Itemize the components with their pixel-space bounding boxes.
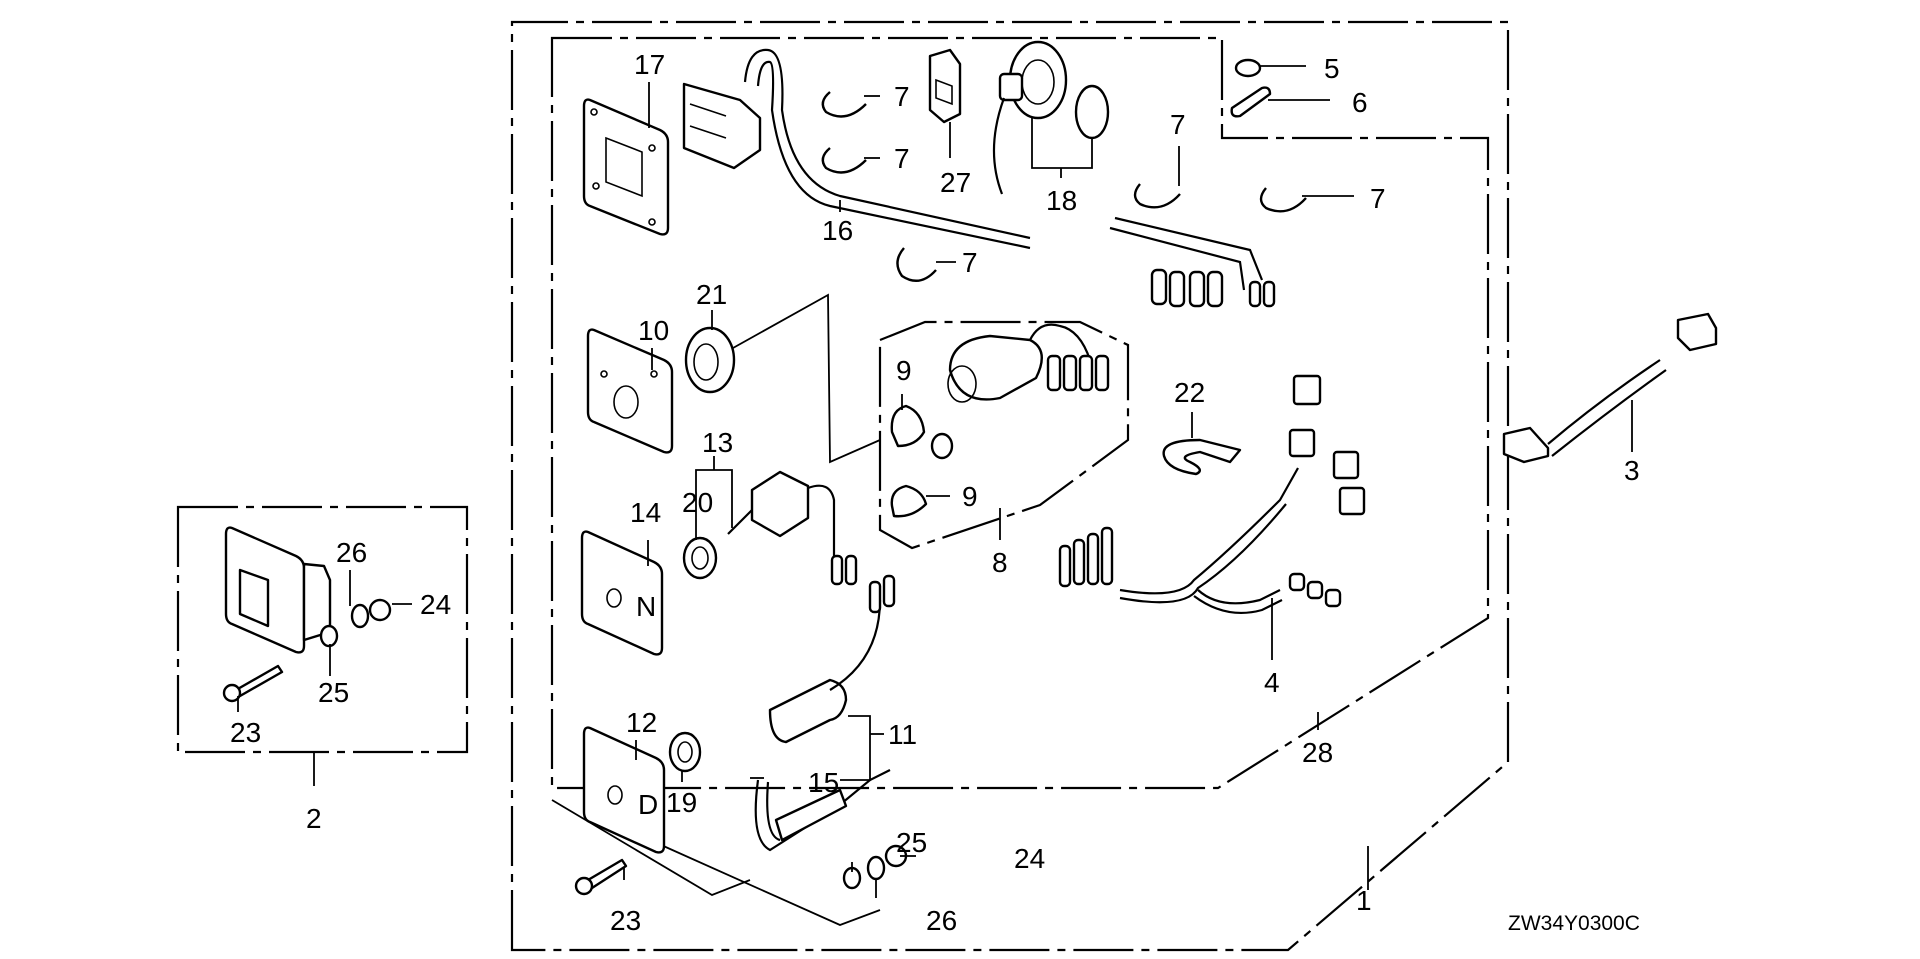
part-11-neutral-switch [768,574,896,744]
callout-5[interactable]: 5 [1324,53,1340,84]
callout-labels: 1 2 3 4 5 6 7 7 7 7 7 8 9 9 10 11 12 13 … [230,49,1640,936]
panel-12-letter: D [638,789,658,820]
part-23-screw [574,858,628,896]
callout-9b[interactable]: 9 [962,481,978,512]
callout-21[interactable]: 21 [696,279,727,310]
callout-24a[interactable]: 24 [420,589,451,620]
callout-26b[interactable]: 26 [926,905,957,936]
callout-19[interactable]: 19 [666,787,697,818]
part-6-pin [1230,86,1272,118]
callout-27[interactable]: 27 [940,167,971,198]
part-22-band [1162,438,1242,476]
part-19-nut [668,731,702,773]
leader-lines [237,65,1633,898]
part-20-nut [682,536,718,580]
part-14-panel-plate: N [580,530,664,656]
group-box-2 [176,505,469,754]
callout-22[interactable]: 22 [1174,377,1205,408]
callout-28[interactable]: 28 [1302,737,1333,768]
group-box-1 [510,20,1510,952]
leader-21-bracket [732,293,881,464]
callout-15[interactable]: 15 [808,767,839,798]
callout-7b[interactable]: 7 [894,143,910,174]
callout-17[interactable]: 17 [634,49,665,80]
callout-7d[interactable]: 7 [1370,183,1386,214]
part-17-panel-plate [582,98,670,236]
callout-25a[interactable]: 25 [318,677,349,708]
callout-10[interactable]: 10 [638,315,669,346]
part-4-main-harness [1058,374,1366,614]
group-box-8 [878,320,1130,550]
part-16-switch-cable [682,48,1031,250]
callout-16[interactable]: 16 [822,215,853,246]
callout-25b[interactable]: 25 [896,827,927,858]
part-26-washer [866,855,886,881]
part-3-sub-harness [1502,312,1718,464]
part-21-ring [684,326,736,394]
part-8-key-switch [947,323,1110,403]
part-7-clip [821,91,1307,282]
leader-12-fasteners-a [551,799,751,896]
callout-23b[interactable]: 23 [610,905,641,936]
part-2-switch-assembly [222,526,392,703]
callout-4[interactable]: 4 [1264,667,1280,698]
part-5-screw [1234,58,1262,78]
callout-13[interactable]: 13 [702,427,733,458]
part-10-panel-plate [586,328,674,454]
callout-14[interactable]: 14 [630,497,661,528]
part-13-toggle-switch [727,470,858,586]
callout-7a[interactable]: 7 [894,81,910,112]
callout-7c[interactable]: 7 [1170,109,1186,140]
callout-12[interactable]: 12 [626,707,657,738]
callout-23a[interactable]: 23 [230,717,261,748]
callout-26a[interactable]: 26 [336,537,367,568]
drawing-code: ZW34Y0300C [1508,912,1640,935]
callout-1[interactable]: 1 [1356,885,1372,916]
callout-6[interactable]: 6 [1352,87,1368,118]
callout-18[interactable]: 18 [1046,185,1077,216]
callout-11[interactable]: 11 [888,719,917,750]
panel-14-letter: N [636,591,656,622]
callout-20[interactable]: 20 [682,487,713,518]
leader-12-fasteners-b [649,839,881,926]
part-12-panel-plate: D [582,726,666,854]
callout-2[interactable]: 2 [306,803,322,834]
callout-3[interactable]: 3 [1624,455,1640,486]
part-9-key [890,404,954,518]
callout-8[interactable]: 8 [992,547,1008,578]
callout-9a[interactable]: 9 [896,355,912,386]
part-18-buzzer [992,40,1110,195]
callout-7e[interactable]: 7 [962,247,978,278]
callout-24b[interactable]: 24 [1014,843,1045,874]
part-15-lanyard [754,769,891,852]
part-connector-leads [1109,216,1276,308]
part-27-clip [928,48,962,124]
